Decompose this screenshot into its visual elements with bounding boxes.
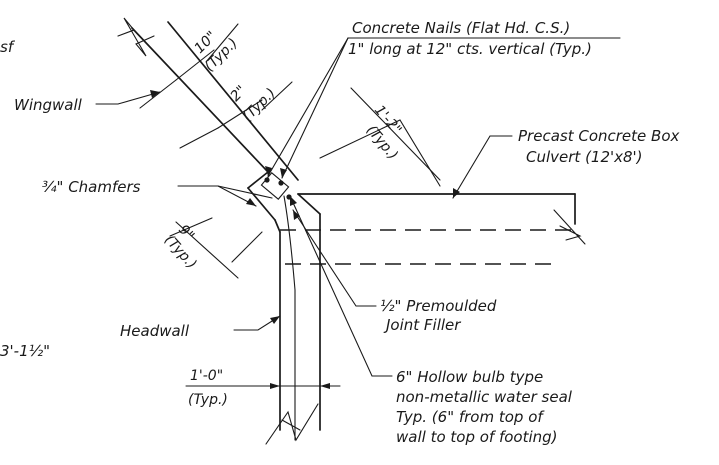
- precast-culvert-label: Precast Concrete Box: [518, 127, 679, 145]
- joint-filler-line: [283, 195, 296, 441]
- concrete-nails-spec: 1" long at 12" cts. vertical (Typ.): [348, 40, 592, 58]
- culvert-break-symbol: [553, 209, 586, 245]
- water-seal-label-4: wall to top of footing): [396, 428, 558, 446]
- headwall-body: [265, 195, 321, 445]
- dim-head-thickness: 1'-0": [190, 368, 223, 384]
- chamfers-label: ¾" Chamfers: [42, 178, 141, 196]
- headwall-label: Headwall: [120, 322, 190, 340]
- seal-block: [260, 172, 290, 200]
- water-seal-label-2: non-metallic water seal: [396, 388, 573, 406]
- dim-nail-offset: 2": [228, 83, 250, 105]
- wingwall-break-symbol: [117, 17, 155, 57]
- water-seal-label-3: Typ. (6" from top of: [396, 408, 545, 426]
- dim-head-thickness-typ: (Typ.): [188, 392, 228, 408]
- concrete-nails-label: Concrete Nails (Flat Hd. C.S.): [352, 19, 570, 37]
- joint-detail: [260, 172, 292, 200]
- headwall-break-symbol: [265, 403, 319, 445]
- joint-filler-label-2: Joint Filler: [383, 316, 461, 334]
- water-seal-label: 6" Hollow bulb type: [396, 368, 543, 386]
- nail-dot: [264, 177, 270, 183]
- cut-off-text-top: sf: [0, 38, 16, 56]
- joint-filler-label: ½" Premoulded: [380, 297, 497, 315]
- wingwall-label: Wingwall: [14, 96, 83, 114]
- nail-dot: [278, 180, 284, 186]
- dimension-lines: [139, 23, 441, 389]
- box-culvert: [280, 193, 586, 265]
- leaders: [95, 37, 621, 377]
- cut-off-text-bottom: 3'-1½": [0, 342, 50, 360]
- precast-culvert-size: Culvert (12'x8'): [526, 148, 643, 166]
